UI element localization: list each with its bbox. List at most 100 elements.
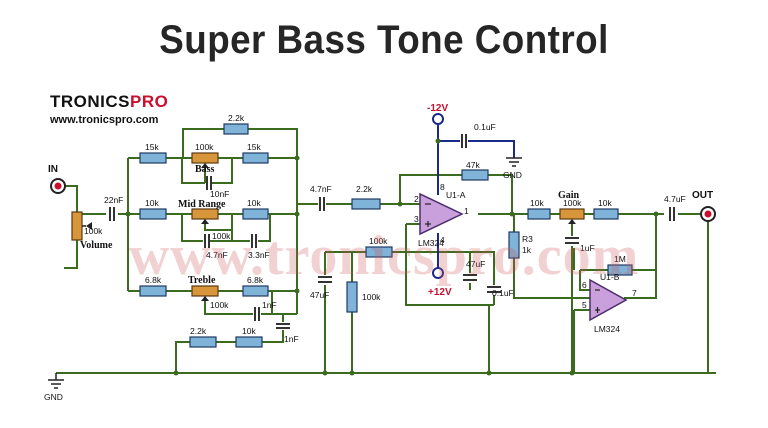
- resistor-bass-left: [139, 152, 167, 164]
- resistor-mid-right: [242, 208, 269, 220]
- page-title: Super Bass Tone Control: [159, 18, 609, 62]
- value-r-gain-out: 10k: [598, 198, 612, 208]
- cap-mid-right: [251, 234, 257, 248]
- label-out: OUT: [692, 190, 713, 201]
- pot-treble: [191, 285, 219, 301]
- value-r-bias-v: 100k: [362, 292, 381, 302]
- junction-dots: [125, 138, 659, 376]
- pot-gain: [559, 208, 585, 224]
- brand-url: www.tronicspro.com: [50, 114, 159, 126]
- value-c-out: 4.7uF: [664, 194, 686, 204]
- value-c-bias: 47uF: [310, 290, 329, 300]
- pin-5: 5: [582, 300, 587, 310]
- value-r-fb-b: 1M: [614, 254, 626, 264]
- cap-treble-right: [276, 323, 290, 329]
- resistor-bottom-left: [189, 336, 217, 348]
- pin-3: 3: [414, 214, 419, 224]
- value-pot-mid: 100k: [212, 231, 231, 241]
- cap-input: [109, 207, 115, 221]
- value-r3-name: R3: [522, 234, 533, 244]
- label-vpos: +12V: [428, 287, 452, 298]
- pot-bass: [191, 152, 219, 168]
- resistor-series: [351, 198, 381, 210]
- value-r-treb-r: 6.8k: [247, 275, 264, 285]
- cap-coupling: [319, 197, 325, 211]
- opamp-signs: [425, 203, 600, 313]
- resistor-r3: [508, 231, 520, 259]
- input-terminal: [50, 178, 66, 194]
- value-r-gain-in: 10k: [530, 198, 544, 208]
- value-r-mid-l: 10k: [145, 198, 159, 208]
- cap-gain: [565, 237, 579, 244]
- opamp-u1b: [589, 278, 628, 322]
- pin-2: 2: [414, 194, 419, 204]
- brand-logo: TRONICSPRO www.tronicspro.com: [50, 92, 168, 126]
- label-treble: Treble: [188, 275, 216, 286]
- value-c-pos2: 0.1uF: [492, 288, 514, 298]
- label-vneg: -12V: [427, 103, 448, 114]
- output-terminal: [700, 206, 716, 222]
- label-lm324-b: LM324: [594, 324, 620, 334]
- opamp-u1a: [419, 192, 464, 236]
- pin-4: 4: [440, 235, 445, 245]
- cap-pos: [463, 274, 477, 281]
- value-r-bot-l: 2.2k: [190, 326, 207, 336]
- wires: [56, 125, 716, 374]
- resistor-1m: [607, 264, 633, 276]
- value-c-mid-r: 3.3nF: [248, 250, 270, 260]
- resistor-treble-left: [139, 285, 167, 297]
- label-bass: Bass: [195, 164, 215, 175]
- value-r-bias: 100k: [369, 236, 388, 246]
- ground-symbol-top: [506, 157, 522, 167]
- value-r-series: 2.2k: [356, 184, 373, 194]
- cap-pos2: [487, 286, 501, 293]
- cap-output: [669, 207, 675, 221]
- label-u1b: U1-B: [600, 272, 620, 282]
- label-lm324-a: LM324: [418, 238, 444, 248]
- label-mid: Mid Range: [178, 199, 226, 210]
- value-r-bass-r: 15k: [247, 142, 261, 152]
- brand-name: TRONICSPRO: [50, 92, 169, 111]
- value-pot-gain: 100k: [563, 198, 582, 208]
- value-c-treb-r: 1nF: [284, 334, 299, 344]
- vpos-terminal: [432, 267, 444, 279]
- resistor-bass-right: [242, 152, 269, 164]
- value-vol-pot: 100k: [84, 226, 103, 236]
- resistor-mid-left: [139, 208, 167, 220]
- value-pot-treb: 100k: [210, 300, 229, 310]
- label-gnd-top: GND: [503, 170, 522, 180]
- value-r-bot-r: 10k: [242, 326, 256, 336]
- value-r-treb-l: 6.8k: [145, 275, 162, 285]
- label-volume: Volume: [80, 240, 113, 251]
- cap-bias: [318, 276, 332, 283]
- cap-mid: [204, 234, 210, 248]
- pot-volume: [71, 211, 92, 241]
- cap-supply-top: [461, 134, 467, 148]
- value-pot-bass: 100k: [195, 142, 214, 152]
- value-c-mid: 4.7nF: [206, 250, 228, 260]
- label-gnd-left: GND: [44, 392, 63, 402]
- label-u1a: U1-A: [446, 190, 466, 200]
- resistor-treble-right: [242, 285, 269, 297]
- resistor-feedback: [461, 169, 489, 181]
- resistor-bias: [365, 246, 393, 258]
- ground-symbol-left: [48, 373, 64, 389]
- value-c-supply-top: 0.1uF: [474, 122, 496, 132]
- label-in: IN: [48, 164, 58, 175]
- value-r-fb: 47k: [466, 160, 480, 170]
- resistor-top: [223, 123, 249, 135]
- value-r-bass-l: 15k: [145, 142, 159, 152]
- pin-7: 7: [632, 288, 637, 298]
- value-c-pos: 47uF: [466, 259, 485, 269]
- value-c-treb: 1nF: [262, 300, 277, 310]
- value-c-coupling: 4.7nF: [310, 184, 332, 194]
- value-r3-val: 1k: [522, 245, 532, 255]
- cap-treble: [254, 307, 260, 321]
- pin-6: 6: [582, 280, 587, 290]
- pin-1: 1: [464, 206, 469, 216]
- value-r-mid-r: 10k: [247, 198, 261, 208]
- label-gain: Gain: [558, 190, 580, 201]
- cap-bass: [206, 176, 212, 190]
